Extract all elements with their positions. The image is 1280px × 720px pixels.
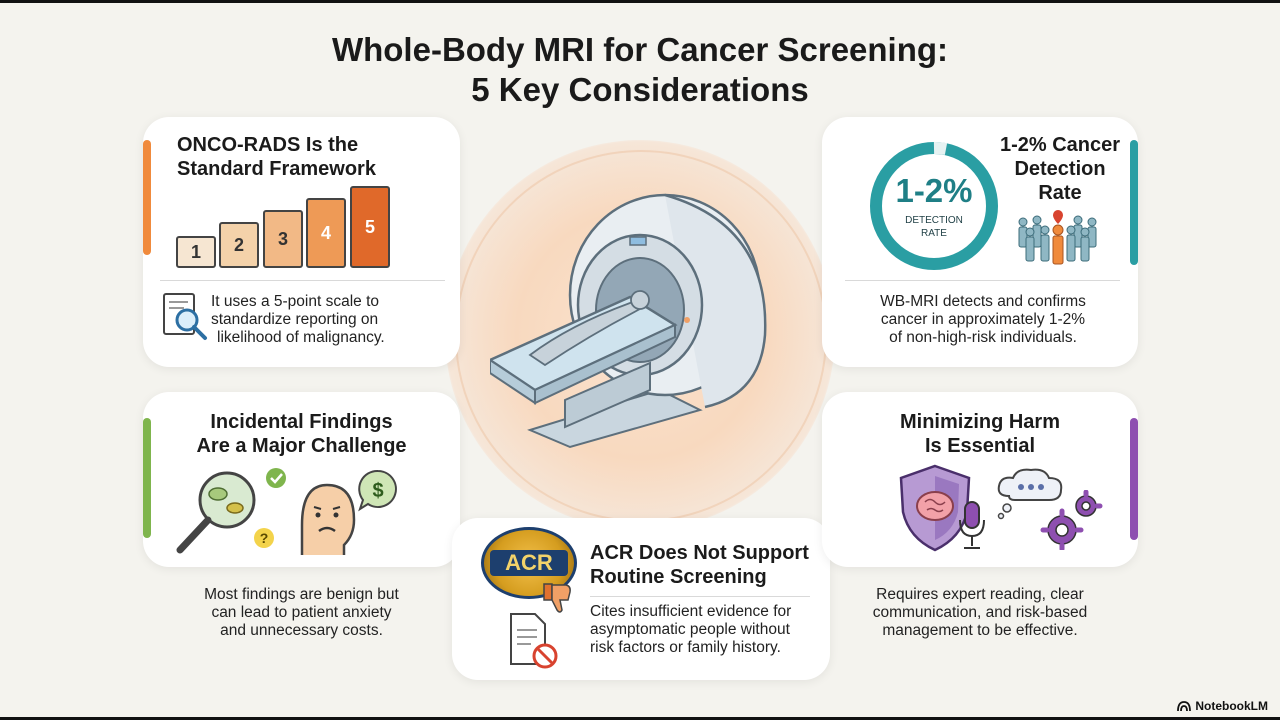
gears-icon [1040,490,1103,550]
magnifier-cells-icon: ? [176,468,286,554]
onco-rads-title-line-2: Standard Framework [177,158,376,180]
acr-desc-line-1: Cites insufficient evidence for [590,603,792,620]
acr-title-line-1: ACR Does Not Support [590,542,809,564]
onco-rads-desc-line-3: likelihood of malignancy. [217,329,385,346]
detection-rate-ring [870,141,998,270]
onco-rads-desc-line-2: standardize reporting on [211,311,379,328]
brand-logo: NotebookLM [1177,699,1268,713]
incidental-desc-line-3: and unnecessary costs. [220,622,383,639]
title-line-1: Whole-Body MRI for Cancer Screening: [331,31,949,68]
detection-title: 1-2% Cancer Detection Rate [985,133,1135,205]
harm-title: Minimizing Harm Is Essential [822,410,1138,458]
shield-brain-icon [899,464,971,552]
top-border [0,0,1280,3]
detection-rate-label: DETECTION RATE [868,214,1000,240]
mri-scanner-icon [490,193,767,449]
acr-badge: ACR [490,550,568,576]
scale-step-3: 3 [263,210,303,268]
ring-label-line-2: RATE [921,228,947,239]
onco-rads-title: ONCO-RADS Is the Standard Framework [177,133,447,181]
harm-title-line-1: Minimizing Harm [899,411,1060,433]
svg-text:?: ? [260,530,269,546]
worried-face-icon [300,483,356,555]
onco-rads-desc-line-1: It uses a 5-point scale to [211,293,380,310]
people-group-icon [1018,210,1097,265]
detection-title-line-3: Rate [1038,182,1082,204]
svg-text:$: $ [372,480,383,502]
incidental-title-line-2: Are a Major Challenge [196,435,407,457]
onco-rads-description: It uses a 5-point scale to standardize r… [211,293,451,347]
notebooklm-icon [1177,701,1192,712]
onco-rads-divider [160,280,445,281]
accent-teal [1130,140,1138,265]
thought-bubble-icon [997,468,1063,520]
scale-step-5: 5 [350,186,390,268]
incidental-title: Incidental Findings Are a Major Challeng… [143,410,460,458]
detection-desc-line-2: cancer in approximately 1-2% [880,311,1086,328]
accent-purple [1130,418,1138,540]
incidental-desc-line-1: Most findings are benign but [204,586,399,603]
detection-title-line-2: Detection [1014,158,1106,180]
bottom-border [0,717,1280,720]
incidental-title-line-1: Incidental Findings [210,411,393,433]
acr-description: Cites insufficient evidence for asymptom… [590,603,825,657]
document-magnifier-icon [163,293,207,340]
cost-speech-bubble-icon: $ [358,469,397,512]
harm-desc-line-3: management to be effective. [882,622,1078,639]
ring-label-line-1: DETECTION [905,215,963,226]
harm-desc-line-2: communication, and risk-based [872,604,1088,621]
document-prohibited-icon [510,613,558,669]
scale-step-1: 1 [176,236,216,268]
onco-rads-title-line-1: ONCO-RADS Is the [177,134,359,156]
accent-green [143,418,151,538]
title-line-2: 5 Key Considerations [471,71,809,108]
detection-desc-line-1: WB-MRI detects and confirms [880,293,1086,310]
harm-description: Requires expert reading, clear communica… [822,586,1138,640]
detection-description: WB-MRI detects and confirms cancer in ap… [848,293,1118,347]
detection-rate-value: 1-2% [895,172,973,209]
thumbs-down-icon [543,583,571,613]
acr-desc-line-3: risk factors or family history. [590,639,781,656]
acr-divider [590,596,810,597]
detection-divider [845,280,1120,281]
detection-desc-line-3: of non-high-risk individuals. [889,329,1077,346]
acr-title: ACR Does Not Support Routine Screening [590,541,830,589]
page-title: Whole-Body MRI for Cancer Screening: 5 K… [0,30,1280,110]
incidental-desc-line-2: can lead to patient anxiety [211,604,392,621]
accent-orange [143,140,151,255]
brand-name: NotebookLM [1195,699,1268,713]
harm-desc-line-1: Requires expert reading, clear [876,586,1084,603]
microphone-icon [959,501,985,549]
card-minimizing-harm [822,392,1138,567]
detection-title-line-1: 1-2% Cancer [999,134,1121,156]
acr-desc-line-2: asymptomatic people without [590,621,790,638]
incidental-description: Most findings are benign but can lead to… [143,586,460,640]
harm-title-line-2: Is Essential [924,435,1036,457]
acr-title-line-2: Routine Screening [590,566,767,588]
scale-step-4: 4 [306,198,346,268]
scale-step-2: 2 [219,222,259,268]
